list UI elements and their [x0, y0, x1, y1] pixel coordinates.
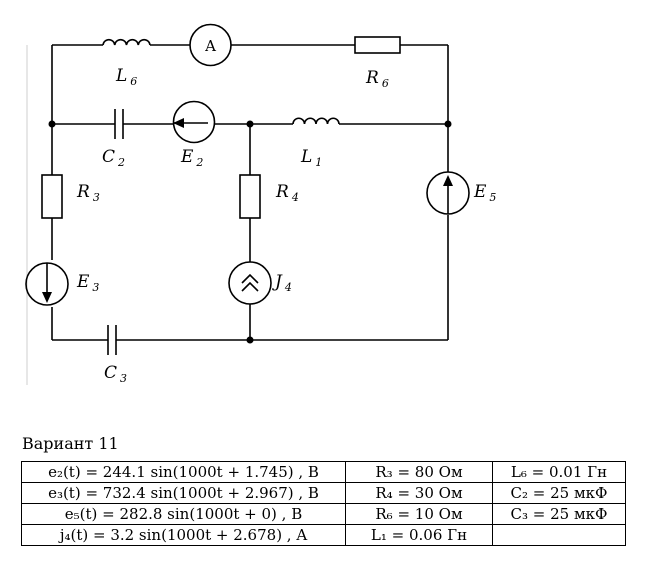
- table-cell: [492, 524, 626, 546]
- table-cell: e₂(t) = 244.1 sin(1000t + 1.745) , B: [21, 461, 346, 483]
- junction-right-middle: [444, 120, 452, 128]
- ammeter: [189, 23, 232, 67]
- junctions: [48, 120, 452, 344]
- table-row: j₄(t) = 3.2 sin(1000t + 2.678) , A L₁ = …: [21, 524, 626, 546]
- table-cell: C₃ = 25 мкФ: [492, 503, 626, 525]
- junction-left-middle: [48, 120, 56, 128]
- source-e5: [426, 171, 470, 215]
- capacitor-c3: [107, 325, 117, 355]
- table-cell: R₄ = 30 Ом: [345, 482, 493, 504]
- table-cell: e₃(t) = 732.4 sin(1000t + 2.967) , B: [21, 482, 346, 504]
- junction-center-middle: [246, 120, 254, 128]
- current-source-j4: [228, 261, 272, 305]
- table-row: e₂(t) = 244.1 sin(1000t + 1.745) , B R₃ …: [21, 461, 626, 483]
- inductor-l1: [292, 117, 340, 125]
- capacitor-c2: [114, 109, 124, 139]
- table-row: e₃(t) = 732.4 sin(1000t + 2.967) , B R₄ …: [21, 482, 626, 504]
- table-cell: j₄(t) = 3.2 sin(1000t + 2.678) , A: [21, 524, 346, 546]
- table-cell: R₆ = 10 Ом: [345, 503, 493, 525]
- parameters-table: e₂(t) = 244.1 sin(1000t + 1.745) , B R₃ …: [21, 461, 626, 546]
- wire-left: [51, 45, 53, 340]
- table-cell: C₂ = 25 мкФ: [492, 482, 626, 504]
- source-e3: [25, 262, 69, 306]
- resistor-r6: [354, 36, 401, 54]
- table-row: e₅(t) = 282.8 sin(1000t + 0) , B R₆ = 10…: [21, 503, 626, 525]
- variant-title: Вариант 11: [22, 434, 119, 453]
- source-e2: [172, 100, 216, 144]
- table-cell: L₁ = 0.06 Гн: [345, 524, 493, 546]
- resistor-r3: [41, 174, 63, 219]
- resistor-r4: [239, 174, 261, 219]
- inductor-l6: [102, 38, 151, 46]
- table-cell: e₅(t) = 282.8 sin(1000t + 0) , B: [21, 503, 346, 525]
- table-cell: R₃ = 80 Ом: [345, 461, 493, 483]
- circuit-diagram: L6 A R6 C2 E2 L1 R3 R4 E5 E3 J4 C3: [25, 23, 496, 385]
- table-cell: L₆ = 0.01 Гн: [492, 461, 626, 483]
- ammeter-label: A: [204, 37, 216, 55]
- junction-center-bottom: [246, 336, 254, 344]
